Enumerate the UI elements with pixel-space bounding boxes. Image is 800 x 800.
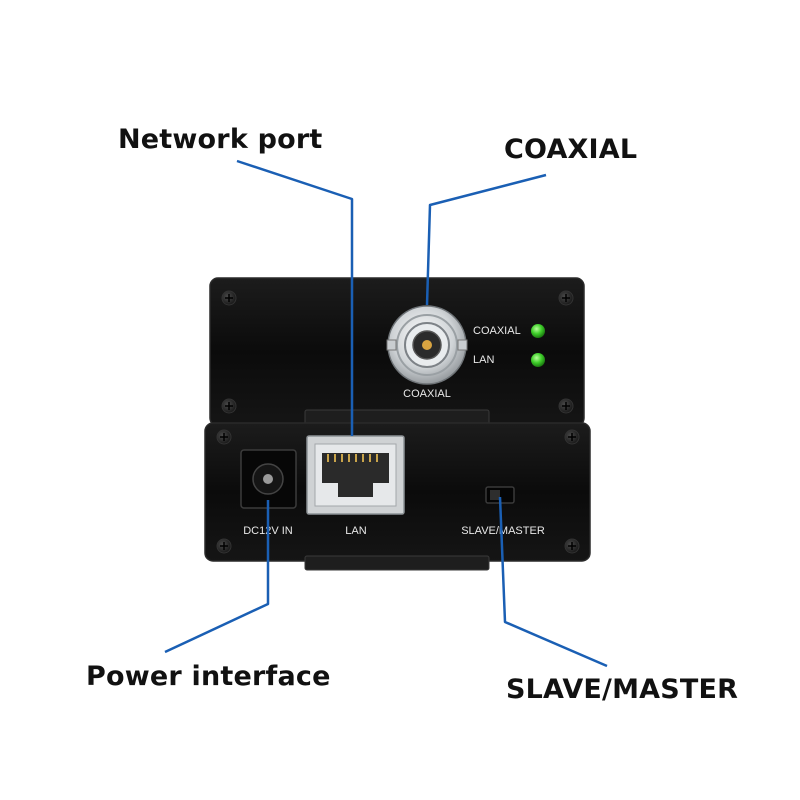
power-interface-callout: Power interface [86, 661, 331, 692]
coaxial-callout: COAXIAL [504, 134, 638, 165]
screw-icon [558, 290, 574, 306]
screw-icon [558, 398, 574, 414]
power-interface-leader-line [164, 500, 270, 654]
led-label-coaxial: COAXIAL [473, 325, 521, 337]
coaxial-leader-line [425, 173, 547, 306]
network-port-leader-line [236, 159, 354, 436]
lower-unit: DC12V IN LAN SLAVE/MASTER [204, 422, 591, 562]
bottom-plate [304, 555, 490, 571]
lan-led-icon [531, 353, 545, 367]
screw-icon [216, 429, 232, 445]
network-port-callout: Network port [118, 124, 323, 155]
screw-icon [564, 429, 580, 445]
screw-icon [216, 538, 232, 554]
switch-label: SLAVE/MASTER [461, 525, 545, 537]
dc-power-jack[interactable] [240, 449, 297, 509]
upper-unit: COAXIAL COAXIAL LAN [209, 277, 585, 427]
bnc-label: COAXIAL [403, 388, 451, 400]
screw-icon [564, 538, 580, 554]
screw-icon [221, 290, 237, 306]
rj45-lan-port[interactable] [306, 435, 405, 515]
led-label-lan: LAN [473, 354, 494, 366]
slave-master-callout: SLAVE/MASTER [506, 674, 739, 705]
callout-lines [164, 159, 608, 668]
coaxial-led-icon [531, 324, 545, 338]
lan-label: LAN [345, 525, 366, 537]
bnc-connector[interactable] [386, 305, 468, 385]
screw-icon [221, 398, 237, 414]
slave-master-leader-line [498, 496, 608, 668]
